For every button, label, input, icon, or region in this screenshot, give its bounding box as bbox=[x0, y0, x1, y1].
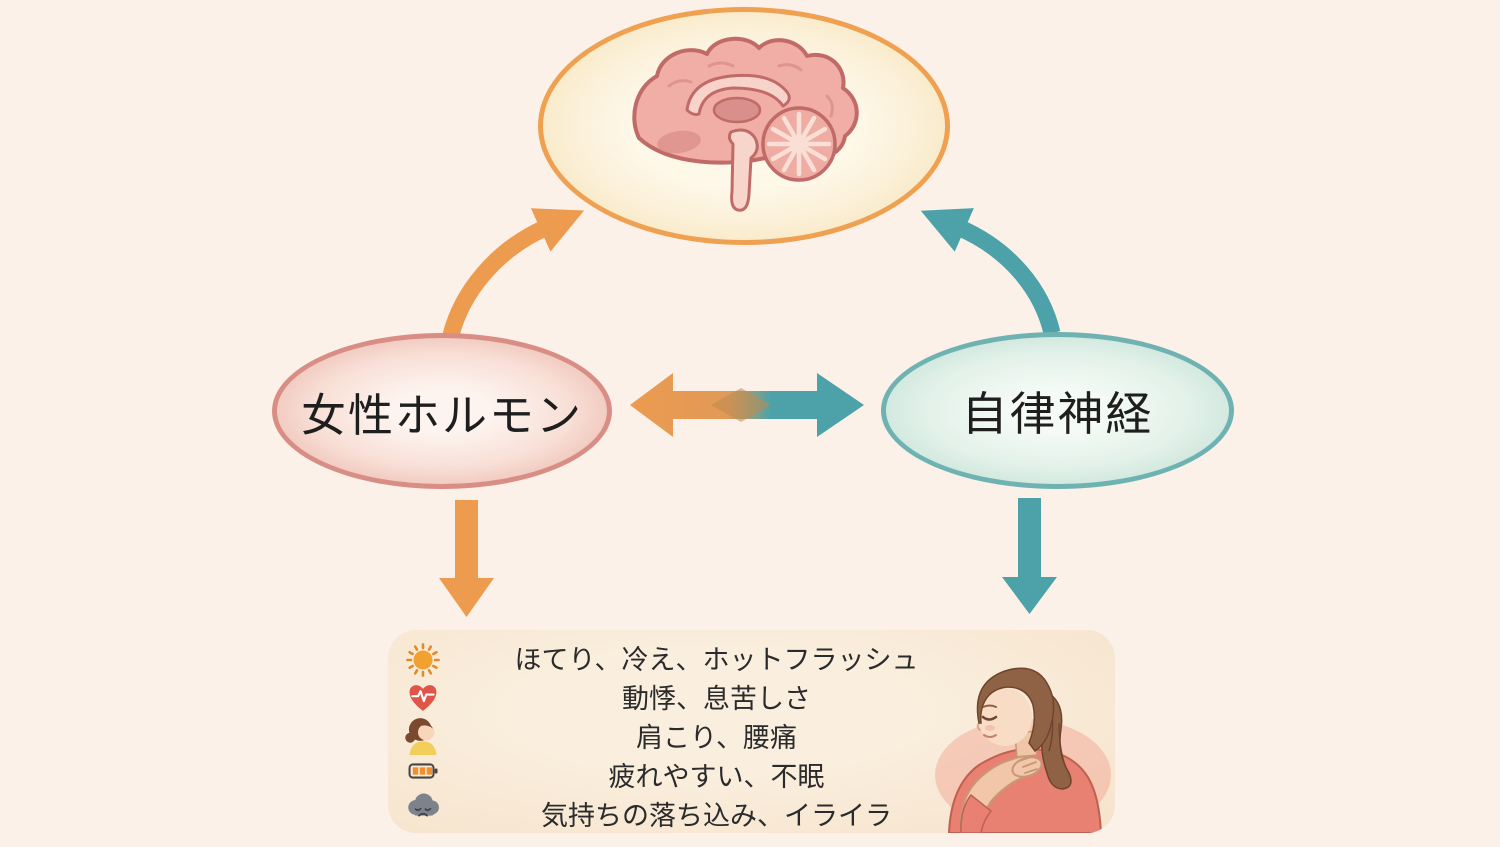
heart-pulse-icon bbox=[409, 685, 437, 711]
symptom-line-5: 気持ちの落ち込み、イライラ bbox=[541, 801, 892, 831]
autonomic-label: 自律神経 bbox=[961, 387, 1154, 440]
sad-cloud-icon bbox=[408, 793, 439, 817]
hormone-node: 女性ホルモン bbox=[272, 333, 612, 489]
symptom-line-4: 疲れやすい、不眠 bbox=[608, 762, 825, 792]
arrow-hormone-to-symptoms bbox=[439, 500, 494, 617]
symptom-box: ほてり、冷え、ホットフラッシュ 動悸、息苦しさ 肩こり、腰痛 疲れやすい、不眠 … bbox=[388, 630, 1115, 833]
arrow-hormone-to-brain bbox=[442, 208, 585, 338]
sun-icon bbox=[406, 643, 440, 677]
woman-holding-shoulder-illustration bbox=[935, 667, 1111, 833]
arrow-autonomic-to-brain bbox=[920, 208, 1061, 336]
autonomic-node: 自律神経 bbox=[881, 332, 1234, 489]
woman-icon bbox=[405, 718, 437, 755]
hormone-label: 女性ホルモン bbox=[300, 389, 583, 441]
arrow-autonomic-to-symptoms bbox=[1002, 498, 1057, 614]
symptom-list: ほてり、冷え、ホットフラッシュ 動悸、息苦しさ 肩こり、腰痛 疲れやすい、不眠 … bbox=[478, 638, 955, 831]
brain-node bbox=[538, 7, 950, 245]
symptom-line-3: 肩こり、腰痛 bbox=[636, 723, 797, 753]
arrow-overlap-diamond bbox=[711, 388, 771, 422]
symptom-line-2: 動悸、息苦しさ bbox=[622, 684, 811, 714]
battery-icon bbox=[408, 763, 438, 779]
symptom-icon-column bbox=[400, 641, 446, 823]
symptom-line-1: ほてり、冷え、ホットフラッシュ bbox=[514, 645, 919, 675]
brain-icon bbox=[632, 36, 859, 212]
